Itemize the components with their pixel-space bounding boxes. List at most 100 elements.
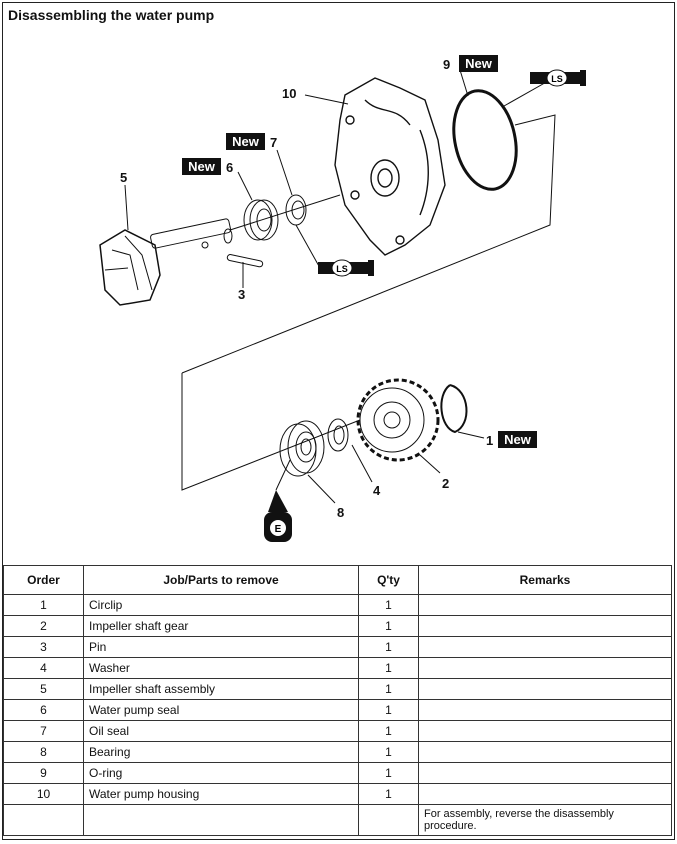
leader-8-e bbox=[275, 459, 291, 491]
leader-10 bbox=[304, 94, 349, 105]
new-badge-1: New bbox=[498, 431, 537, 448]
cell-part: Water pump housing bbox=[83, 783, 359, 805]
cell-qty: 1 bbox=[358, 699, 419, 721]
water-pump-housing-part bbox=[334, 77, 446, 256]
callout-3: 3 bbox=[238, 287, 245, 302]
svg-text:LS: LS bbox=[551, 74, 563, 84]
cell-order: 3 bbox=[3, 636, 84, 658]
leader-9 bbox=[459, 69, 469, 97]
cell-part: Water pump seal bbox=[83, 699, 359, 721]
svg-text:E: E bbox=[275, 524, 282, 535]
callout-9: 9 bbox=[443, 57, 450, 72]
cell-part: O-ring bbox=[83, 762, 359, 784]
shaft-axis-line bbox=[229, 194, 341, 231]
cell-order: 1 bbox=[3, 594, 84, 616]
new-badge-6: New bbox=[182, 158, 221, 175]
svg-text:New: New bbox=[232, 134, 260, 149]
cell-remarks bbox=[418, 657, 672, 679]
leader-7-ls bbox=[295, 224, 321, 269]
cell-order: 6 bbox=[3, 699, 84, 721]
new-badge-9: New bbox=[459, 55, 498, 72]
table-header-row: Order Job/Parts to remove Q'ty Remarks bbox=[3, 565, 672, 595]
leader-1 bbox=[457, 431, 485, 439]
leader-6 bbox=[237, 171, 253, 201]
page-title: Disassembling the water pump bbox=[8, 7, 215, 23]
cell-qty: 1 bbox=[358, 741, 419, 763]
cell-part: Bearing bbox=[83, 741, 359, 763]
svg-text:LS: LS bbox=[336, 264, 348, 274]
footer-part-cell bbox=[83, 804, 359, 836]
header-remarks: Remarks bbox=[418, 565, 672, 595]
callout-1: 1 bbox=[486, 433, 493, 448]
parts-table: Order Job/Parts to remove Q'ty Remarks 1… bbox=[3, 565, 672, 836]
impeller-shaft-assembly-part bbox=[99, 218, 233, 306]
cell-remarks bbox=[418, 594, 672, 616]
lower-assembly-line bbox=[181, 373, 361, 491]
cell-remarks bbox=[418, 615, 672, 637]
leader-8 bbox=[307, 474, 336, 504]
exploded-view-diagram: LS LS E 1 2 3 4 5 6 7 8 9 10 New New New… bbox=[99, 55, 586, 542]
ls-lubricant-symbol-upper: LS bbox=[530, 69, 586, 87]
cell-order: 7 bbox=[3, 720, 84, 742]
cell-part: Impeller shaft gear bbox=[83, 615, 359, 637]
cell-remarks bbox=[418, 762, 672, 784]
cell-qty: 1 bbox=[358, 657, 419, 679]
o-ring-part bbox=[452, 89, 518, 191]
ls-lubricant-symbol-lower: LS bbox=[318, 259, 374, 277]
leader-2 bbox=[419, 454, 441, 474]
cell-qty: 1 bbox=[358, 762, 419, 784]
cell-part: Impeller shaft assembly bbox=[83, 678, 359, 700]
cell-remarks bbox=[418, 636, 672, 658]
callout-4: 4 bbox=[373, 483, 381, 498]
callout-10: 10 bbox=[282, 86, 296, 101]
callout-2: 2 bbox=[442, 476, 449, 491]
new-badge-7: New bbox=[226, 133, 265, 150]
footer-remark: For assembly, reverse the disassembly pr… bbox=[418, 804, 672, 836]
cell-remarks bbox=[418, 783, 672, 805]
upper-assembly-line bbox=[181, 114, 556, 374]
footer-order-cell bbox=[3, 804, 84, 836]
oil-seal-part bbox=[285, 194, 307, 226]
header-order: Order bbox=[3, 565, 84, 595]
leader-4 bbox=[351, 444, 373, 483]
cell-part: Pin bbox=[83, 636, 359, 658]
cell-qty: 1 bbox=[358, 783, 419, 805]
callout-8: 8 bbox=[337, 505, 344, 520]
circlip-part bbox=[440, 384, 468, 434]
bearing-part bbox=[279, 420, 325, 477]
cell-part: Washer bbox=[83, 657, 359, 679]
e-lubricant-symbol: E bbox=[264, 490, 292, 542]
svg-text:New: New bbox=[504, 432, 532, 447]
cell-remarks bbox=[418, 720, 672, 742]
cell-order: 4 bbox=[3, 657, 84, 679]
leader-7 bbox=[276, 149, 293, 196]
water-pump-seal-part bbox=[243, 199, 279, 241]
cell-order: 2 bbox=[3, 615, 84, 637]
cell-order: 8 bbox=[3, 741, 84, 763]
cell-remarks bbox=[418, 741, 672, 763]
table-footer-row: For assembly, reverse the disassembly pr… bbox=[3, 804, 672, 836]
impeller-shaft-gear-part bbox=[356, 378, 440, 462]
svg-text:New: New bbox=[188, 159, 216, 174]
cell-remarks bbox=[418, 678, 672, 700]
cell-order: 10 bbox=[3, 783, 84, 805]
cell-qty: 1 bbox=[358, 636, 419, 658]
callout-6: 6 bbox=[226, 160, 233, 175]
cell-part: Circlip bbox=[83, 594, 359, 616]
washer-part bbox=[327, 418, 349, 452]
cell-qty: 1 bbox=[358, 678, 419, 700]
header-qty: Q'ty bbox=[358, 565, 419, 595]
leader-5 bbox=[124, 184, 129, 231]
cell-qty: 1 bbox=[358, 615, 419, 637]
cell-remarks bbox=[418, 699, 672, 721]
